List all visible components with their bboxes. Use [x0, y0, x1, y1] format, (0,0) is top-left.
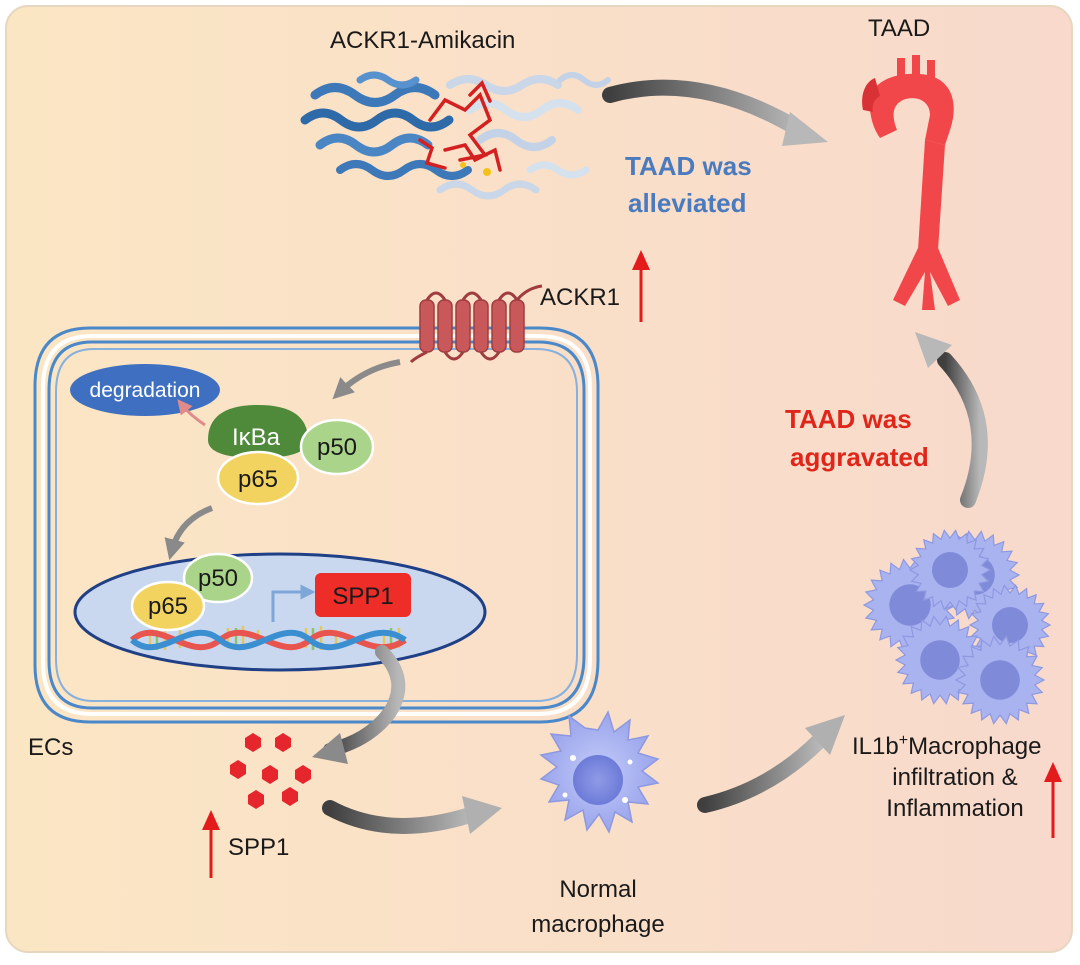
- ackr1-amikacin-label: ACKR1-Amikacin: [330, 27, 515, 54]
- ackr1-label: ACKR1: [540, 284, 620, 311]
- p50-cytoplasm-label: p50: [317, 434, 357, 461]
- ackr1-amikacin-structure-icon: [300, 71, 611, 200]
- ecs-label: ECs: [28, 734, 73, 761]
- arrow-spp1-to-macrophage-head: [462, 796, 502, 834]
- normal-macrophage-label-line1: Normal: [559, 876, 636, 903]
- endothelial-cell-membrane: [33, 326, 600, 724]
- p50-nucleus-shape: [182, 552, 254, 604]
- il1b-macrophage-label-line2: infiltration &: [892, 764, 1017, 791]
- arrow-inflammation-to-taad: [937, 352, 988, 508]
- arrow-secretion-head: [312, 733, 348, 764]
- ikba-label: IκBa: [232, 424, 281, 451]
- arrow-to-nucleus: [164, 505, 214, 561]
- spp1-up-arrow-icon: [202, 810, 220, 878]
- taad-label: TAAD: [868, 15, 930, 42]
- arrow-ackr1-to-ikba: [332, 359, 401, 400]
- il1b-macrophage-nucleus: [920, 640, 960, 680]
- spp1-gene-box: [315, 573, 411, 617]
- taad-alleviated-line2: alleviated: [628, 188, 747, 218]
- inflammation-up-arrow-icon: [1044, 762, 1062, 838]
- arrow-inflammation-to-taad-head: [915, 332, 952, 368]
- secreted-spp1-particles-icon: [230, 733, 311, 809]
- taad-alleviated-line1: TAAD was: [625, 151, 752, 181]
- p65-cytoplasm-shape: [216, 450, 300, 506]
- il1b-macrophage-label-line3: Inflammation: [886, 795, 1023, 822]
- p65-nucleus-label: p65: [148, 593, 188, 620]
- il1b-macrophage-nucleus: [889, 584, 931, 626]
- ikba-shape: [208, 405, 308, 458]
- arrow-to-il1b-macrophage-head: [805, 715, 845, 755]
- il1b-macrophage-nucleus: [992, 607, 1028, 643]
- il1b-macrophage-label-line1: IL1b+Macrophage: [852, 732, 1041, 760]
- spp1-gene-label: SPP1: [332, 583, 393, 610]
- arrow-spp1-to-macrophage: [322, 800, 478, 834]
- spp1-protein-label: SPP1: [228, 834, 289, 861]
- transcription-start-arrow: [271, 584, 316, 622]
- dna-helix-icon: [130, 626, 407, 651]
- arrow-drug-to-taad: [602, 79, 808, 138]
- il1b-macrophage-cluster-icon: [862, 529, 1052, 725]
- p50-cytoplasm-shape: [299, 418, 375, 476]
- il1b-macrophage-nucleus: [980, 660, 1020, 700]
- normal-macrophage-label-line2: macrophage: [531, 911, 664, 938]
- p65-nucleus-shape: [130, 580, 206, 632]
- taad-aggravated-line1: TAAD was: [785, 404, 912, 434]
- il1b-macrophage-nucleus: [932, 552, 968, 588]
- arrow-secretion: [323, 645, 406, 757]
- arrow-to-il1b-macrophage: [697, 732, 828, 813]
- p65-cytoplasm-label: p65: [238, 466, 278, 493]
- ackr1-receptor-icon: [409, 284, 543, 364]
- arrow-drug-to-taad-head: [782, 112, 828, 146]
- degradation-label: degradation: [90, 379, 201, 402]
- aorta-icon: [862, 55, 960, 310]
- p50-nucleus-label: p50: [198, 565, 238, 592]
- ackr1-up-arrow-icon: [632, 250, 650, 322]
- taad-aggravated-line2: aggravated: [790, 442, 929, 472]
- normal-macrophage-icon: [539, 710, 660, 834]
- arrow-to-degradation: [177, 399, 206, 427]
